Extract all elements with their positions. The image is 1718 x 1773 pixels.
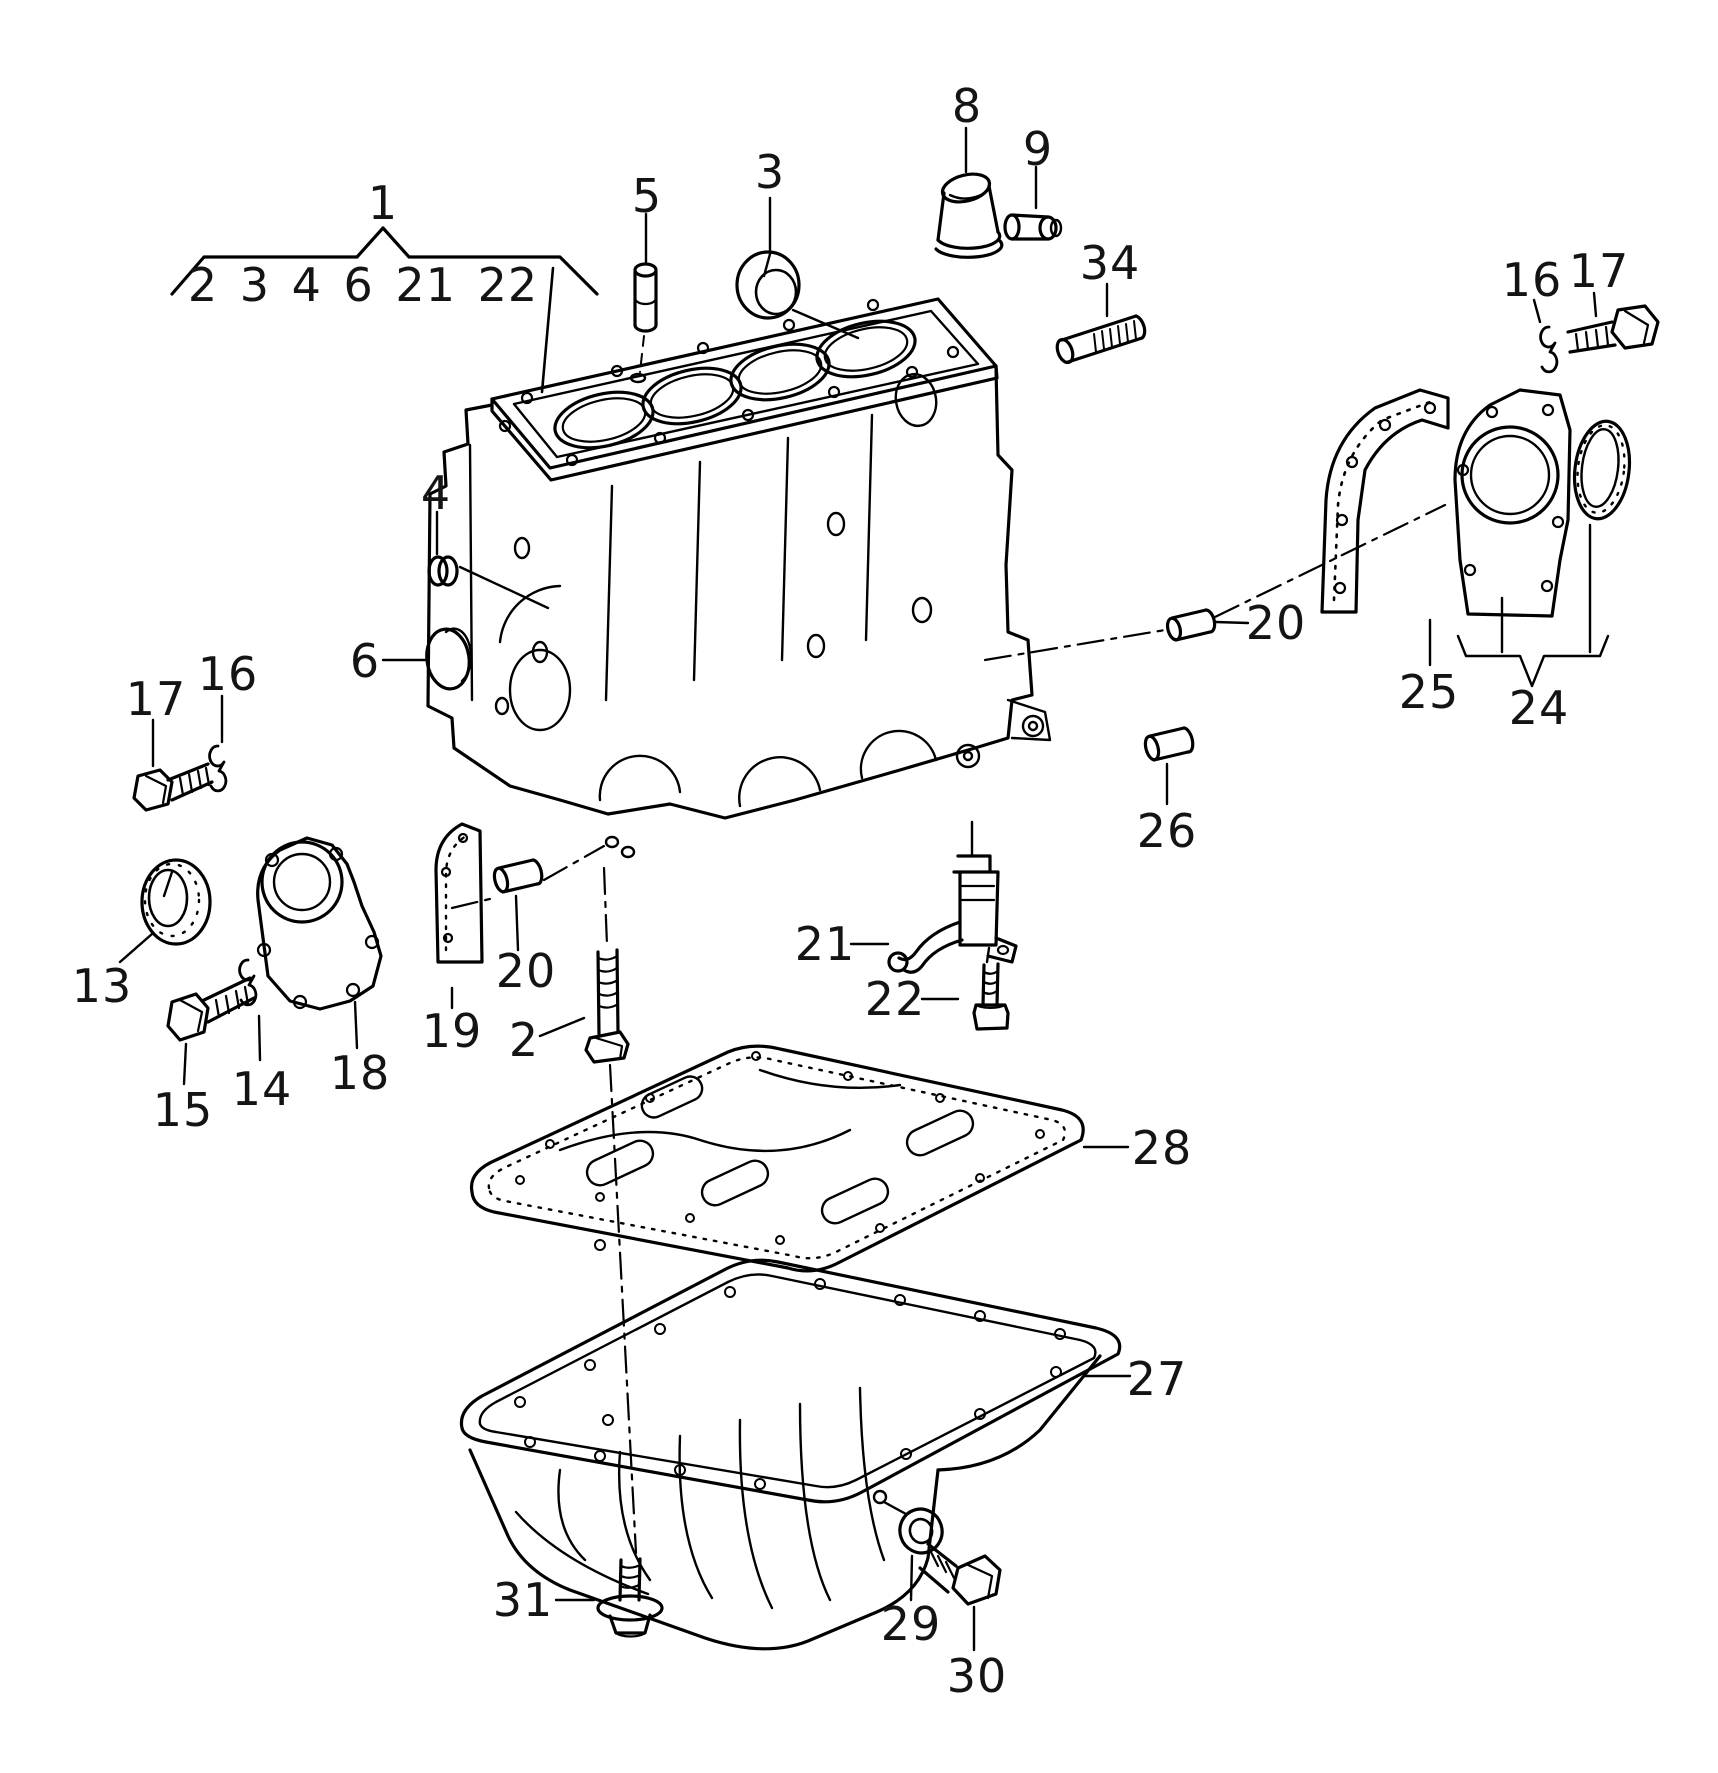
callout-oil-pan-27: 27 <box>1126 1352 1188 1406</box>
leader-lines <box>120 128 1608 1650</box>
callout-plug-31: 31 <box>492 1573 554 1627</box>
bolt-17-right <box>1568 306 1658 352</box>
callout-plug-9: 9 <box>1022 122 1054 176</box>
callout-bolt-30: 30 <box>946 1649 1008 1703</box>
callout-stud-5: 5 <box>631 169 663 223</box>
flange-bolt-31 <box>598 1559 662 1636</box>
block-details <box>496 371 1050 857</box>
callout-bolt-2: 2 <box>508 1013 540 1067</box>
seal-washer-29 <box>884 1502 948 1558</box>
front-seal-flange-18 <box>258 838 381 1009</box>
oil-baffle-plate-28 <box>472 1046 1084 1271</box>
cylinder-bores <box>549 312 920 456</box>
stud-34 <box>1054 316 1144 365</box>
front-gasket-19 <box>436 824 482 962</box>
callout-clip-14: 14 <box>231 1062 293 1116</box>
rear-gasket-25 <box>1322 390 1448 612</box>
bracket-group <box>172 228 597 392</box>
cap-6 <box>423 626 473 691</box>
fitting-8 <box>936 170 1002 258</box>
callout-clip-16-left: 16 <box>197 647 259 701</box>
bolt-2 <box>586 950 628 1062</box>
callout-nozzle-21: 21 <box>794 917 856 971</box>
rear-seal-flange-24 <box>1455 390 1570 616</box>
callout-stud-34: 34 <box>1079 236 1141 290</box>
callout-bolt-17-left: 17 <box>125 672 187 726</box>
callout-cap-4: 4 <box>420 466 452 520</box>
dowel-20-right <box>1165 610 1214 641</box>
callout-bolt-15: 15 <box>152 1083 214 1137</box>
bolt-15 <box>168 978 254 1040</box>
bolt-22 <box>974 964 1008 1029</box>
callout-flange-18: 18 <box>329 1046 391 1100</box>
callout-dowel-20-right: 20 <box>1245 596 1307 650</box>
plug-3 <box>737 252 799 318</box>
deck-bolt-holes <box>500 300 958 465</box>
stud-5 <box>635 264 656 372</box>
dowel-20-front <box>492 860 542 893</box>
callout-baffle-28: 28 <box>1131 1121 1193 1175</box>
callout-bracket-1: 1 <box>367 176 399 230</box>
plug-9 <box>1005 215 1061 239</box>
sleeve-26 <box>1143 728 1193 761</box>
rear-seal-ring <box>1569 418 1635 522</box>
engine-block <box>428 299 1050 857</box>
callout-sleeve-26: 26 <box>1136 804 1198 858</box>
callout-plug-3: 3 <box>754 145 786 199</box>
crankshaft-seal-13 <box>142 860 210 944</box>
bolt-17-left <box>134 764 212 810</box>
clip-16-right <box>1541 327 1557 372</box>
callout-bracket-items: 2 3 4 6 21 22 <box>187 258 539 312</box>
callout-bolt-17-right: 17 <box>1568 244 1630 298</box>
callout-bolt-22: 22 <box>864 972 926 1026</box>
cap-4 <box>429 557 457 585</box>
callout-dowel-20-front: 20 <box>495 944 557 998</box>
callout-seal-13: 13 <box>71 959 133 1013</box>
oil-pan-27 <box>461 1260 1119 1649</box>
oil-spray-nozzle-21 <box>889 822 1016 972</box>
callout-washer-29: 29 <box>880 1597 942 1651</box>
assembly-axes <box>452 505 1445 1553</box>
clip-14 <box>240 960 256 1005</box>
clip-16-left <box>210 746 226 791</box>
callout-flange-24: 24 <box>1508 681 1570 735</box>
callout-fitting-8: 8 <box>951 79 983 133</box>
drain-bolt-30 <box>920 1544 1000 1604</box>
callout-cap-6: 6 <box>349 634 381 688</box>
callout-clip-16-right: 16 <box>1501 253 1563 307</box>
callout-gasket-25: 25 <box>1398 665 1460 719</box>
callout-gasket-19: 19 <box>421 1004 483 1058</box>
